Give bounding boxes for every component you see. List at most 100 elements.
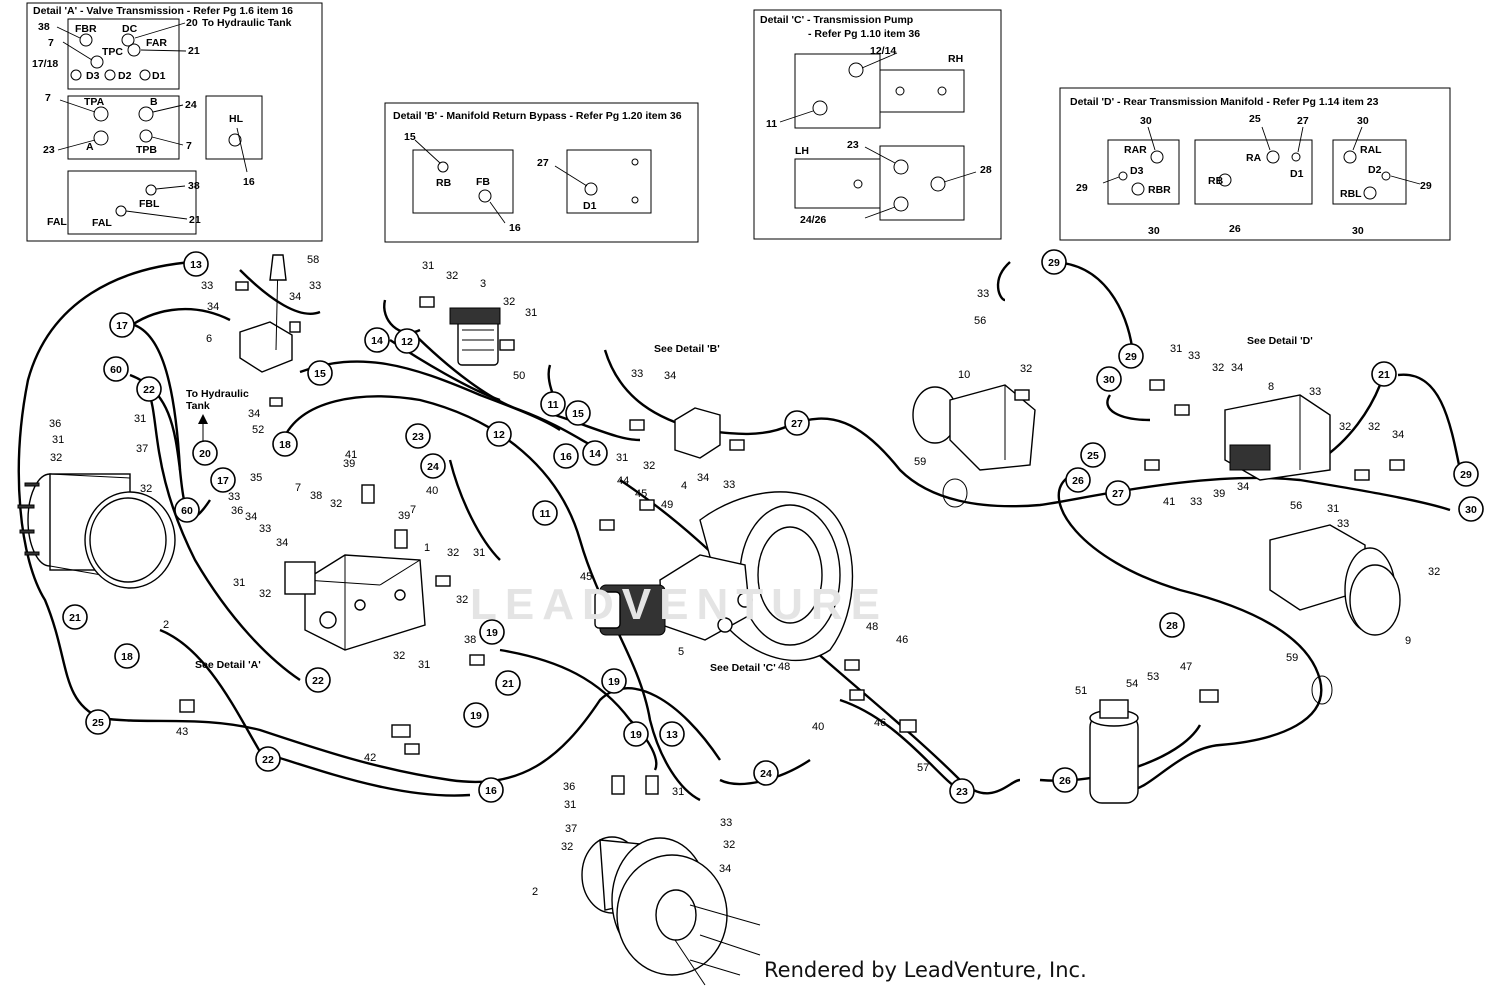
hose-callout-number: 19 [470,710,482,722]
part-number-label: 10 [958,369,970,381]
detail-a-label: 21 [189,214,201,226]
part-number-label: 1 [424,542,430,554]
detail-a-label: DC [122,23,138,35]
part-number-label: 47 [1180,661,1192,673]
detail-d-label: 30 [1352,225,1364,237]
detail-d-label: 25 [1249,113,1261,125]
hose-callout-circle [784,410,810,436]
hose-callout-circle [753,760,779,786]
detail-c-label: 23 [847,139,859,151]
see-detail-reference: See Detail 'A' [195,659,261,671]
part-number-label: 31 [616,452,628,464]
hose-callout-circle [394,328,420,354]
part-number-label: 32 [1428,566,1440,578]
detail-a-label: D1 [152,70,166,82]
hose-callout-circle [136,376,162,402]
detail-a-label: HL [229,113,244,125]
hose-callout-circle [1458,496,1484,522]
hose-callout-number: 20 [199,448,211,460]
detail-b-title: Detail 'B' - Manifold Return Bypass - Re… [393,110,682,122]
detail-a-label: To Hydraulic Tank [202,17,292,29]
inline-filter [449,307,501,366]
hose-callout-circle [183,251,209,277]
part-number-label: 32 [446,270,458,282]
hose-callout-number: 19 [486,627,498,639]
part-number-label: 39 [398,510,410,522]
detail-a-label: FAR [146,37,167,49]
hose-callout-number: 17 [116,320,128,332]
part-number-label: 31 [134,413,146,425]
hose-callout-number: 29 [1460,469,1472,481]
detail-a-label: D2 [118,70,132,82]
detail-a-label: 16 [243,176,255,188]
detail-d-label: 30 [1148,225,1160,237]
part-number-label: 58 [307,254,319,266]
part-number-label: 59 [1286,652,1298,664]
detail-a-label: FBR [75,23,97,35]
detail-b-label: 27 [537,157,549,169]
hose-callout-number: 19 [630,729,642,741]
detail-d-label: D3 [1130,165,1144,177]
hose-callout-circle [479,619,505,645]
hose-callout-number: 29 [1048,257,1060,269]
detail-d-label: 26 [1229,223,1241,235]
detail-d-label: RA [1246,152,1262,164]
hose-callout-number: 18 [121,651,133,663]
part-number-label: 31 [525,307,537,319]
hose-callout-number: 17 [217,475,229,487]
part-number-label: 36 [231,505,243,517]
part-number-label: 33 [631,368,643,380]
detail-c-label: 12/14 [870,45,896,57]
detail-a-label: TPB [136,144,157,156]
part-number-label: 33 [720,817,732,829]
part-number-label: 32 [456,594,468,606]
part-number-label: 52 [252,424,264,436]
detail-a-label: TPA [84,96,105,108]
hose-callout-circle [1159,612,1185,638]
bypass-block [674,407,721,459]
o-ring-59-right [1311,675,1333,705]
part-number-label: 33 [228,491,240,503]
hose-callout-number: 11 [547,399,558,411]
hose-callout-number: 16 [560,451,572,463]
part-number-label: 9 [1405,635,1411,647]
hose-callout-number: 22 [143,384,155,396]
part-number-label: 46 [874,717,886,729]
hose-callout-circle [405,423,431,449]
filter-canister [1089,699,1139,804]
part-number-label: 51 [1075,685,1087,697]
part-number-label: 40 [426,485,438,497]
part-number-label: 59 [914,456,926,468]
hose-callout-number: 16 [485,785,497,797]
detail-a-label: TPC [102,46,123,58]
part-number-label: 34 [248,408,260,420]
detail-d-label: 30 [1357,115,1369,127]
part-number-label: 4 [681,480,687,492]
part-number-label: 57 [917,762,929,774]
part-number-label: 33 [1190,496,1202,508]
detail-d-label: 29 [1420,180,1432,192]
hose-callout-circle [1105,480,1131,506]
part-number-label: 2 [532,886,538,898]
part-number-label: 48 [866,621,878,633]
hose-callout-circle [210,467,236,493]
rear-manifold [1224,394,1331,481]
detail-c-label: LH [795,145,809,157]
hose-callout-circle [553,443,579,469]
part-number-label: 32 [1339,421,1351,433]
detail-d-box: Detail 'D' - Rear Transmission Manifold … [1059,87,1451,241]
part-number-label: 45 [580,571,592,583]
part-number-label: 32 [447,547,459,559]
detail-c-box: Detail 'C' - Transmission Pump - Refer P… [753,9,1002,240]
transmission-pump [594,491,854,662]
part-number-label: 43 [176,726,188,738]
to-hydraulic-tank-label-2: Tank [186,400,210,412]
detail-a-label: FAL [47,216,67,228]
part-number-label: 3 [480,278,486,290]
part-number-label: 32 [723,839,735,851]
part-number-label: 42 [364,752,376,764]
part-number-label: 6 [206,333,212,345]
part-number-label: 49 [661,499,673,511]
part-number-label: 32 [1020,363,1032,375]
